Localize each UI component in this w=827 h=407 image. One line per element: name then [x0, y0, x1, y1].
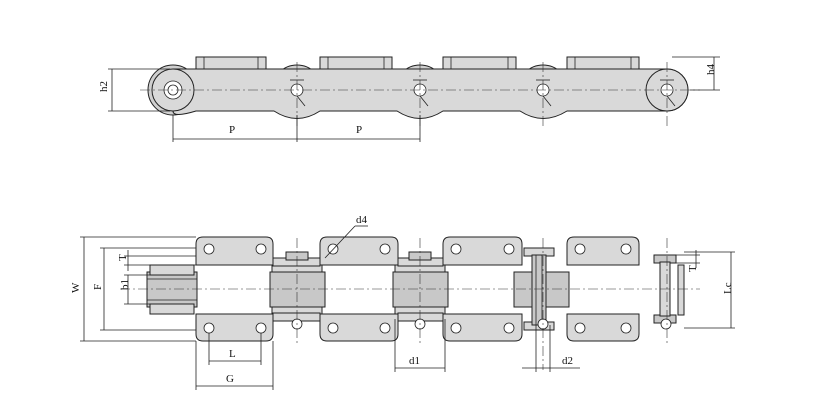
attach-plate-top-3 [442, 236, 523, 266]
label-G: G [226, 373, 234, 385]
label-P-right: P [356, 124, 362, 136]
label-Lc: Lc [722, 282, 734, 294]
attach-plate-top-2 [319, 236, 399, 266]
label-h2: h2 [98, 81, 110, 92]
label-F: F [92, 284, 104, 290]
plan-view: W F T b1 d4 L G d1 [70, 214, 735, 390]
label-b1: b1 [119, 279, 131, 290]
attachment-holes [203, 243, 632, 334]
attach-plate-bot-4 [566, 313, 640, 342]
label-W: W [70, 282, 82, 293]
attach-plate-top-4 [566, 236, 640, 266]
side-view: h2 h4 P P [98, 56, 720, 142]
side-link-plates [172, 68, 689, 119]
attach-plate-bot-2 [319, 313, 399, 342]
roller-body-3 [392, 271, 449, 308]
top-tab-4 [566, 56, 640, 70]
label-d4: d4 [356, 214, 368, 226]
top-tab-3 [442, 56, 517, 70]
label-d2: d2 [562, 355, 573, 367]
top-tab-1 [195, 56, 267, 70]
label-T-right: T [687, 265, 699, 272]
attach-plate-bot-3 [442, 313, 523, 342]
label-h4: h4 [705, 64, 717, 76]
label-P-left: P [229, 124, 235, 136]
attach-plate-bot-1 [195, 313, 274, 342]
label-L: L [229, 348, 236, 360]
label-d1: d1 [409, 355, 420, 367]
label-T-left: T [117, 254, 129, 261]
top-tab-2 [319, 56, 393, 70]
roller-body-2 [269, 271, 326, 308]
roller-body-1 [146, 271, 198, 308]
attach-plate-top-1 [195, 236, 274, 266]
